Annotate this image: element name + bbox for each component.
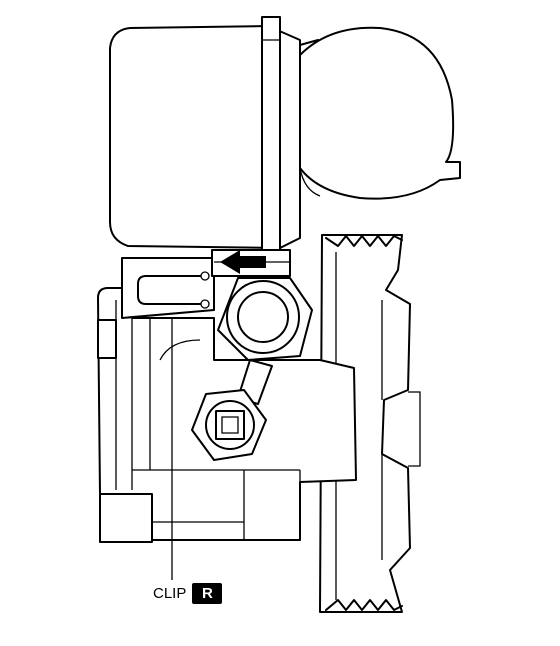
reservoir-cap <box>300 28 460 199</box>
clip-callout: CLIP R <box>153 582 223 604</box>
reservoir-tank <box>110 26 300 248</box>
pulley <box>320 235 420 612</box>
mount-bracket <box>100 494 152 542</box>
clip-badge: R <box>192 582 223 604</box>
arrow-left-icon <box>220 250 266 274</box>
bolt-lower <box>192 390 266 460</box>
filler-rod <box>262 17 280 253</box>
clip-label: CLIP <box>153 584 187 602</box>
union-nut-upper <box>218 278 312 360</box>
